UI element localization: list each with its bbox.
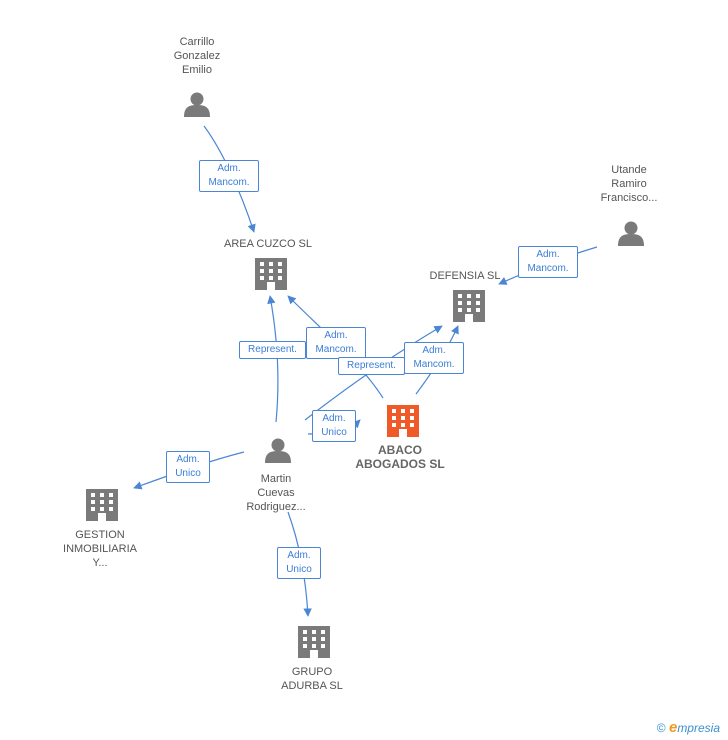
label-line: Utande (611, 164, 647, 176)
label-line: Carrillo (179, 36, 215, 48)
node-label-grupo[interactable]: GRUPO ADURBA SL (262, 665, 362, 693)
edge-label-abaco-area-cuzco[interactable]: Adm. Mancom. (306, 327, 366, 359)
label-line: GESTION (75, 529, 125, 541)
node-label-area-cuzco[interactable]: AREA CUZCO SL (208, 237, 328, 251)
edge-martin-area-cuzco (267, 295, 279, 423)
label-line: Unico (175, 468, 201, 479)
label-line: Adm. (287, 550, 311, 561)
label-line: Adm. (536, 249, 560, 260)
edge-label-utande-defensia[interactable]: Adm. Mancom. (518, 246, 578, 278)
label-line: Adm. (422, 345, 446, 356)
edge-label-martin-gestion[interactable]: Adm. Unico (166, 451, 210, 483)
label-line: Mancom. (527, 263, 569, 274)
edge-label-martin-grupo[interactable]: Adm. Unico (277, 547, 321, 579)
person-icon-carrillo (184, 92, 210, 117)
person-icon-utande (618, 221, 644, 246)
label-line: Rodriguez... (246, 501, 306, 513)
edge-label-martin-defensia[interactable]: Represent. (338, 357, 405, 375)
label-line: ABACO (378, 443, 422, 457)
label-line: Unico (321, 427, 347, 438)
label-line: Ramiro (611, 178, 647, 190)
edge-label-martin-area-cuzco[interactable]: Represent. (239, 341, 306, 359)
empresia-logo-text: mpresia (677, 721, 720, 735)
label-line: Represent. (347, 360, 396, 371)
label-line: Represent. (248, 344, 297, 355)
label-line: Emilio (182, 64, 212, 76)
label-line: INMOBILIARIA (63, 543, 137, 555)
label-line: Mancom. (208, 177, 250, 188)
label-line: Unico (286, 564, 312, 575)
label-line: Gonzalez (173, 50, 221, 62)
copyright-symbol: © (656, 721, 666, 735)
label-line: GRUPO (291, 666, 333, 678)
building-icon-gestion (86, 489, 118, 521)
label-line: Mancom. (315, 344, 357, 355)
label-line: Francisco... (600, 192, 658, 204)
label-line: ABOGADOS SL (355, 457, 445, 471)
node-label-gestion[interactable]: GESTION INMOBILIARIA Y... (50, 528, 150, 570)
label-line: DEFENSIA SL (429, 270, 501, 282)
label-line: Adm. (176, 454, 200, 465)
edge-label-abaco-defensia[interactable]: Adm. Mancom. (404, 342, 464, 374)
label-line: Adm. (217, 163, 241, 174)
empresia-logo-initial: e (668, 719, 678, 736)
label-line: Cuevas (257, 487, 295, 499)
node-label-defensia[interactable]: DEFENSIA SL (415, 269, 515, 283)
empresia-watermark: © empresia (657, 719, 720, 736)
edge-label-martin-abaco[interactable]: Adm. Unico (312, 410, 356, 442)
label-line: ADURBA SL (281, 680, 343, 692)
label-line: Adm. (324, 330, 348, 341)
building-icon-area-cuzco (255, 258, 287, 290)
label-line: AREA CUZCO SL (223, 238, 313, 250)
person-icon-martin (265, 438, 291, 463)
building-icon-abaco (387, 405, 419, 437)
label-line: Y... (92, 557, 108, 569)
edge-label-carrillo-area-cuzco[interactable]: Adm. Mancom. (199, 160, 259, 192)
building-icon-grupo (298, 626, 330, 658)
label-line: Mancom. (413, 359, 455, 370)
label-line: Adm. (322, 413, 346, 424)
label-line: Martin (260, 473, 292, 485)
building-icon-defensia (453, 290, 485, 322)
